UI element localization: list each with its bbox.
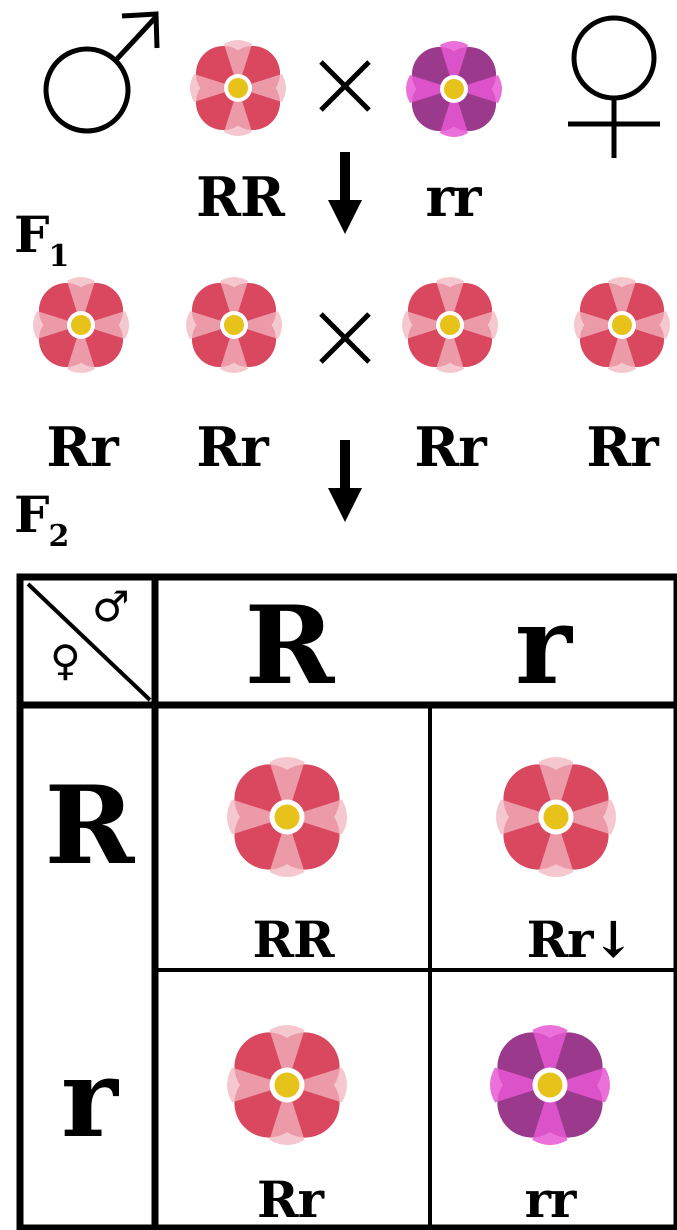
red-flower-icon xyxy=(382,257,518,393)
cell-genotype: rr xyxy=(524,1170,577,1229)
red-flower-icon xyxy=(13,257,149,393)
f1-genotype: Rr xyxy=(586,415,658,479)
red-flower-icon xyxy=(554,257,677,393)
female-allele-header: R xyxy=(44,763,135,889)
female-parent-genotype: rr xyxy=(425,165,482,229)
cell-genotype: Rr xyxy=(257,1170,324,1229)
red-flower-icon xyxy=(170,20,306,156)
corner-male-symbol-icon: ♂ xyxy=(92,582,130,631)
female-symbol-icon xyxy=(568,15,660,158)
f2-generation-label: F2 xyxy=(14,485,69,554)
purple-flower-icon xyxy=(386,21,522,157)
cross-icon xyxy=(321,62,369,110)
male-allele-header: R xyxy=(244,583,335,709)
male-parent-genotype: RR xyxy=(196,165,285,229)
male-symbol-icon xyxy=(43,11,160,134)
down-arrow-icon xyxy=(328,152,362,234)
purple-flower-icon xyxy=(465,1000,635,1170)
red-flower-icon xyxy=(202,1000,372,1170)
female-allele-header: r xyxy=(61,1036,118,1162)
red-flower-icon xyxy=(471,732,641,902)
cross-icon xyxy=(321,314,369,362)
red-flower-icon xyxy=(166,257,302,393)
male-allele-header: r xyxy=(515,583,572,709)
red-flower-icon xyxy=(202,732,372,902)
cell-genotype: Rr↓ xyxy=(526,910,635,969)
f1-genotype: Rr xyxy=(46,415,118,479)
f1-genotype: Rr xyxy=(414,415,486,479)
f1-generation-label: F1 xyxy=(14,205,69,274)
corner-female-symbol-icon: ♀ xyxy=(50,636,81,685)
down-arrow-icon xyxy=(328,440,362,522)
cell-genotype: RR xyxy=(252,910,334,969)
punnett-square-grid xyxy=(16,573,677,1230)
f1-genotype: Rr xyxy=(196,415,268,479)
